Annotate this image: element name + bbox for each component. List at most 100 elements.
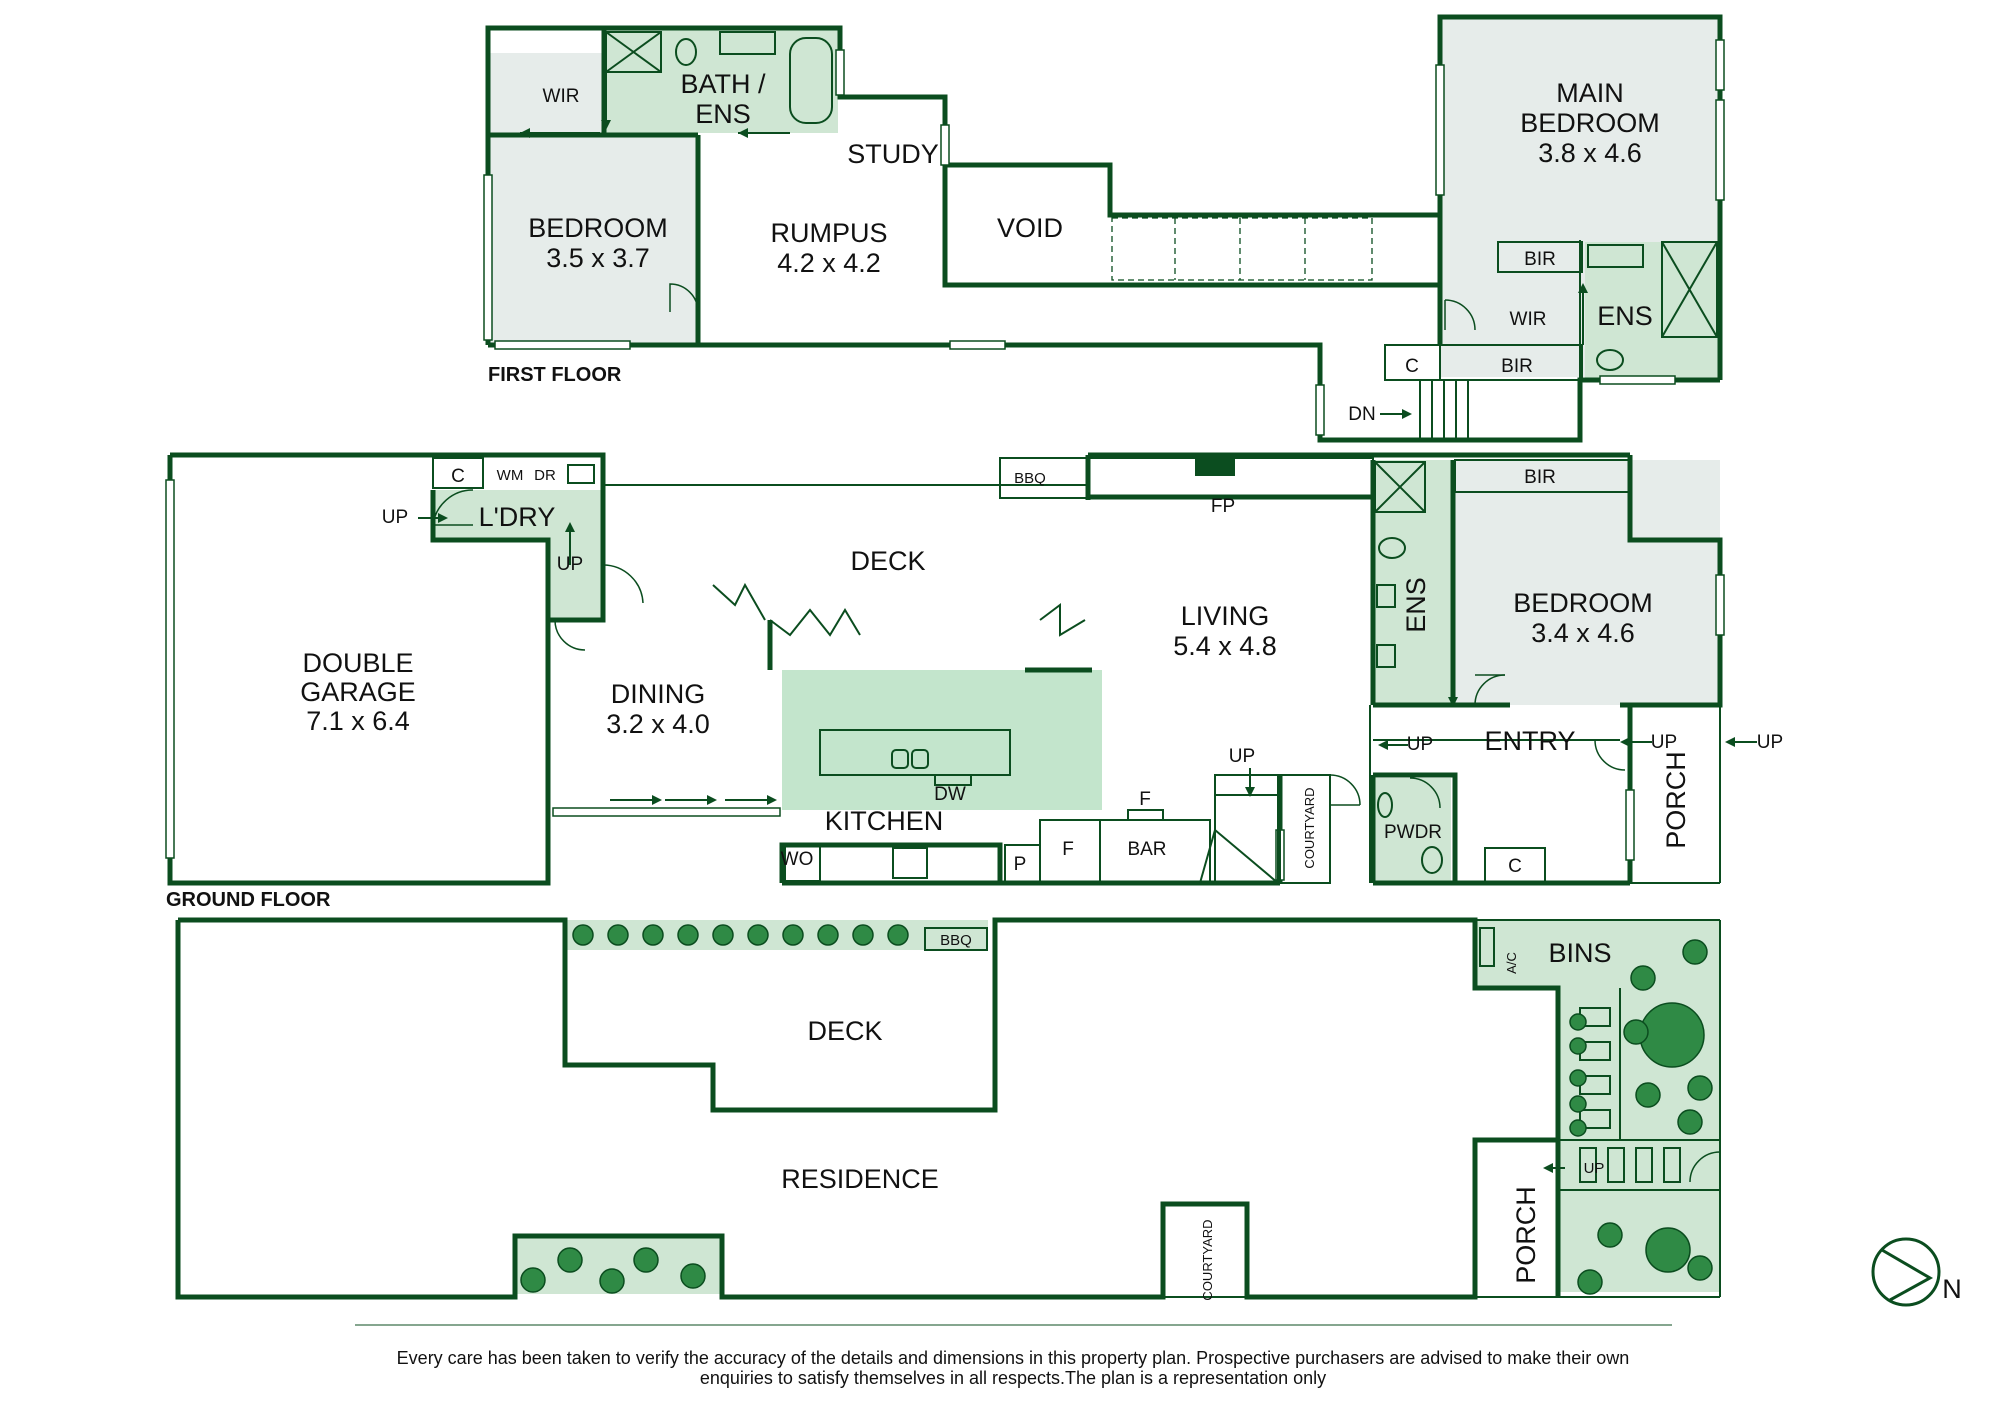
room-dimensions-bedroom: 3.5 x 3.7 (546, 243, 650, 273)
step (1579, 1147, 1597, 1183)
shrub-icon (1623, 1019, 1649, 1045)
arrow-head (1245, 787, 1255, 797)
bir-box (1454, 459, 1631, 493)
c-box-first (1384, 344, 1441, 381)
kitchen-island (819, 729, 1011, 776)
room-label-c: C (1405, 356, 1419, 377)
wall-oven (784, 844, 821, 882)
appliance-label-dw: DW (934, 784, 966, 805)
appliance-label-dr: DR (534, 467, 556, 484)
door-swing (554, 619, 586, 651)
window (1715, 39, 1725, 91)
fp-hearth (1087, 457, 1374, 499)
window (1599, 375, 1676, 385)
label-ac: A/C (1504, 952, 1519, 974)
window (1625, 789, 1635, 861)
shrub-icon (747, 924, 769, 946)
room-label-bins: BINS (1548, 938, 1611, 968)
window (949, 340, 1006, 350)
wir-left-fill (488, 53, 606, 133)
shower-fixture (1374, 461, 1426, 513)
arrow-head (520, 128, 530, 138)
shower-fixture (605, 31, 662, 73)
bedroom-ground-fill (1455, 460, 1720, 705)
arrow-head (767, 795, 777, 805)
bifold-door (712, 582, 766, 621)
shrub-icon (677, 924, 699, 946)
tree-icon (1645, 1227, 1691, 1273)
window (1715, 99, 1725, 201)
room-dimensions-main-bedroom: 3.8 x 4.6 (1538, 138, 1642, 168)
garage-door (165, 479, 175, 859)
toilet-fixture (1378, 537, 1406, 559)
room-dimensions-rumpus: 4.2 x 4.2 (777, 248, 881, 278)
north-label: N (1942, 1274, 1962, 1304)
laundry-cupboard (432, 457, 484, 489)
ground-floor: C WM DR UP L'DRY UP DOUBLE GARAGE 7.1 x … (165, 452, 1783, 911)
bbq-box (924, 927, 988, 951)
window (494, 340, 631, 350)
sink-bowl (891, 749, 909, 769)
window (1435, 64, 1445, 196)
shrub-icon (1569, 1095, 1587, 1113)
kitchen-fill (782, 670, 1102, 810)
bifold-door (769, 608, 861, 637)
room-label-bath-ens: ENS (695, 99, 751, 129)
shrub-icon (572, 924, 594, 946)
first-floor: WIR BATH / ENS STUDY BEDROOM 3.5 x 3.7 R… (483, 14, 1725, 443)
fireplace (1195, 458, 1235, 476)
vanity-fixture (1587, 244, 1644, 268)
vanity-basin (1376, 584, 1396, 608)
shrub-icon (887, 924, 909, 946)
room-label-laundry: L'DRY (479, 502, 556, 532)
courtyard-area (1279, 774, 1331, 884)
shrub-icon (633, 1247, 659, 1273)
step (1663, 1147, 1681, 1183)
room-dimensions-dining: 3.2 x 4.0 (606, 709, 710, 739)
room-label-rumpus: RUMPUS (770, 218, 887, 248)
stair (1214, 774, 1279, 884)
kitchen-bench-wall (779, 842, 1003, 883)
shrub-icon (817, 924, 839, 946)
stair-label-dn: DN (1348, 404, 1375, 425)
toilet-fixture (675, 38, 697, 66)
dishwasher (934, 774, 972, 786)
shrub-icon (1569, 1119, 1587, 1137)
room-label-garage: GARAGE (300, 677, 416, 707)
bir-upper-box (1497, 241, 1583, 273)
room-dimensions-garage: 7.1 x 6.4 (306, 706, 410, 736)
planter-fill (565, 920, 988, 950)
residence-outline (175, 917, 1561, 1300)
arrow-head (438, 513, 448, 523)
shrub-icon (1630, 965, 1656, 991)
appliance-label-wo: WO (781, 849, 814, 870)
room-label-void: VOID (997, 213, 1063, 243)
room-label-wir: WIR (543, 86, 580, 107)
stair-tread (1199, 829, 1216, 884)
shrub-icon (680, 1263, 706, 1289)
door-swing (669, 283, 699, 313)
room-label-garage: DOUBLE (302, 648, 413, 678)
arrow-head (652, 795, 662, 805)
stair-label-up: UP (382, 507, 408, 528)
window (483, 174, 493, 341)
gate-swing (1689, 1151, 1721, 1183)
sink-bowl (911, 749, 929, 769)
room-label-bedroom: BEDROOM (1513, 588, 1653, 618)
shrub-icon (1569, 1069, 1587, 1087)
stair-label-up: UP (1757, 732, 1783, 753)
shrub-icon (1569, 1037, 1587, 1055)
vanity-fixture (719, 31, 776, 55)
room-label-bedroom: BEDROOM (528, 213, 668, 243)
window (940, 124, 950, 166)
dryer (567, 464, 595, 484)
room-label-porch: PORCH (1511, 1186, 1541, 1284)
bedroom-left-fill (488, 135, 698, 343)
label-fridge: F (1062, 839, 1074, 860)
basin-fixture (1377, 792, 1393, 818)
room-label-ens: ENS (1597, 301, 1653, 331)
room-label-study: STUDY (847, 139, 939, 169)
stair-label-up: UP (557, 554, 583, 575)
shrub-icon (1597, 1222, 1623, 1248)
door-swing (1444, 299, 1476, 331)
